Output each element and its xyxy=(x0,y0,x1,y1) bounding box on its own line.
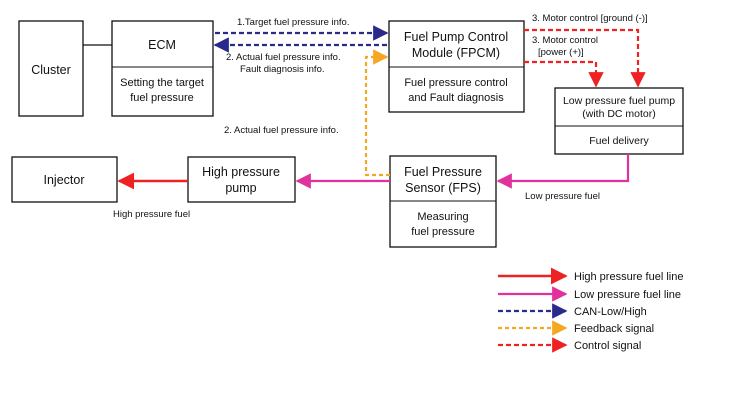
fps-title-line-2: Sensor (FPS) xyxy=(405,181,481,195)
legend-item-can: CAN-Low/High xyxy=(498,303,647,319)
lp-pump-desc: Fuel delivery xyxy=(589,135,649,147)
legend-label-feedback: Feedback signal xyxy=(574,323,654,335)
fps-desc-line-2: fuel pressure xyxy=(411,226,475,238)
label-actual-info-1: 2. Actual fuel pressure info. xyxy=(226,52,341,63)
hp-pump-title-line-2: pump xyxy=(225,181,256,195)
label-high-fuel: High pressure fuel xyxy=(113,209,190,220)
ecm-desc-line-1: Setting the target xyxy=(120,77,204,89)
legend-label-can: CAN-Low/High xyxy=(574,306,647,318)
fpcm-title-line-1: Fuel Pump Control xyxy=(404,30,508,44)
legend-label-low: Low pressure fuel line xyxy=(574,289,681,301)
label-motor-ground: 3. Motor control [ground (-)] xyxy=(532,13,648,24)
fpcm-box: Fuel Pump Control Module (FPCM) Fuel pre… xyxy=(388,20,525,113)
ecm-box: ECM Setting the target fuel pressure xyxy=(111,20,214,117)
label-fault-info: Fault diagnosis info. xyxy=(240,64,325,75)
label-low-fuel: Low pressure fuel xyxy=(525,191,600,202)
high-pressure-pump-box: High pressure pump xyxy=(187,156,296,203)
label-actual-info-2: 2. Actual fuel pressure info. xyxy=(224,125,339,136)
fpcm-desc-line-2: and Fault diagnosis xyxy=(408,92,504,104)
legend-label-high: High pressure fuel line xyxy=(574,271,683,283)
fpcm-desc-line-1: Fuel pressure control xyxy=(404,77,507,89)
low-pressure-line-pump-to-fps xyxy=(496,154,630,189)
label-motor-power-2: [power (+)] xyxy=(538,47,584,58)
control-line-power xyxy=(524,60,604,88)
ecm-desc-line-2: fuel pressure xyxy=(130,92,194,104)
legend-item-high-pressure: High pressure fuel line xyxy=(498,267,683,285)
control-line-ground xyxy=(524,28,646,88)
cluster-label: Cluster xyxy=(31,63,71,77)
fps-title-line-1: Fuel Pressure xyxy=(404,165,482,179)
legend-item-control: Control signal xyxy=(498,337,641,353)
legend-label-control: Control signal xyxy=(574,340,641,352)
legend-item-low-pressure: Low pressure fuel line xyxy=(498,286,681,302)
legend: High pressure fuel line Low pressure fue… xyxy=(498,267,683,353)
lp-pump-title-line-1: Low pressure fuel pump xyxy=(563,95,675,107)
feedback-line xyxy=(364,49,390,177)
fpcm-title-line-2: Module (FPCM) xyxy=(412,46,500,60)
hp-pump-title-line-1: High pressure xyxy=(202,165,280,179)
lp-pump-title-line-2: (with DC motor) xyxy=(582,108,656,120)
cluster-box: Cluster xyxy=(18,20,84,117)
injector-box: Injector xyxy=(11,156,118,203)
fps-box: Fuel Pressure Sensor (FPS) Measuring fue… xyxy=(389,155,497,248)
injector-label: Injector xyxy=(44,173,85,187)
label-target-info: 1.Target fuel pressure info. xyxy=(237,17,349,28)
legend-item-feedback: Feedback signal xyxy=(498,320,654,336)
low-pressure-pump-box: Low pressure fuel pump (with DC motor) F… xyxy=(554,87,684,155)
ecm-title: ECM xyxy=(148,38,176,52)
label-motor-power-1: 3. Motor control xyxy=(532,35,598,46)
fps-desc-line-1: Measuring xyxy=(417,211,468,223)
